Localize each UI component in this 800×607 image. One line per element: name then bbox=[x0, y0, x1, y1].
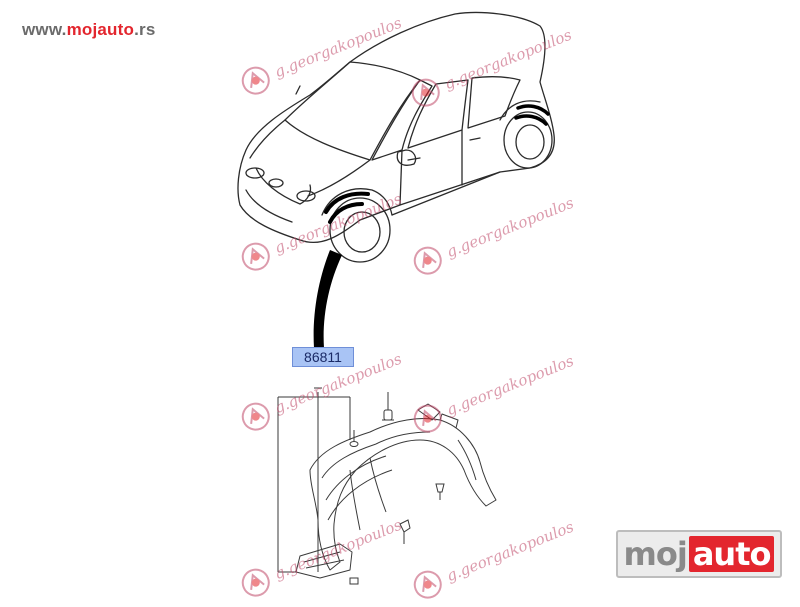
url-prefix: www. bbox=[22, 20, 67, 39]
logo-right-text: auto bbox=[688, 536, 775, 572]
watermark-logo-icon bbox=[411, 78, 440, 107]
watermark: g.georgakopoulos bbox=[406, 344, 580, 441]
watermark-logo-icon bbox=[241, 242, 270, 271]
fasteners bbox=[349, 392, 445, 585]
logo-left-text: moj bbox=[623, 535, 688, 573]
watermark: g.georgakopoulos bbox=[234, 508, 408, 605]
watermark-logo-icon bbox=[241, 66, 270, 95]
car-illustration bbox=[237, 11, 555, 263]
pointer-arrow bbox=[313, 250, 342, 348]
part-number-label[interactable]: 86811 bbox=[292, 347, 354, 367]
site-url[interactable]: www.mojauto.rs bbox=[22, 20, 155, 40]
rear-liner-highlight bbox=[514, 104, 550, 126]
watermark-logo-icon bbox=[413, 570, 442, 599]
front-liner-highlight bbox=[324, 191, 370, 224]
url-brand: mojauto bbox=[66, 20, 135, 39]
watermark: g.georgakopoulos bbox=[234, 6, 408, 103]
watermark-logo-icon bbox=[413, 404, 442, 433]
watermark: g.georgakopoulos bbox=[406, 510, 580, 607]
watermark: g.georgakopoulos bbox=[234, 182, 408, 279]
watermark-logo-icon bbox=[413, 246, 442, 275]
watermark-logo-icon bbox=[241, 568, 270, 597]
watermark: g.georgakopoulos bbox=[406, 186, 580, 283]
watermark-logo-icon bbox=[241, 402, 270, 431]
url-suffix: .rs bbox=[134, 20, 156, 39]
exploded-view bbox=[277, 387, 497, 579]
watermark: g.georgakopoulos bbox=[234, 342, 408, 439]
watermark: g.georgakopoulos bbox=[404, 18, 578, 115]
